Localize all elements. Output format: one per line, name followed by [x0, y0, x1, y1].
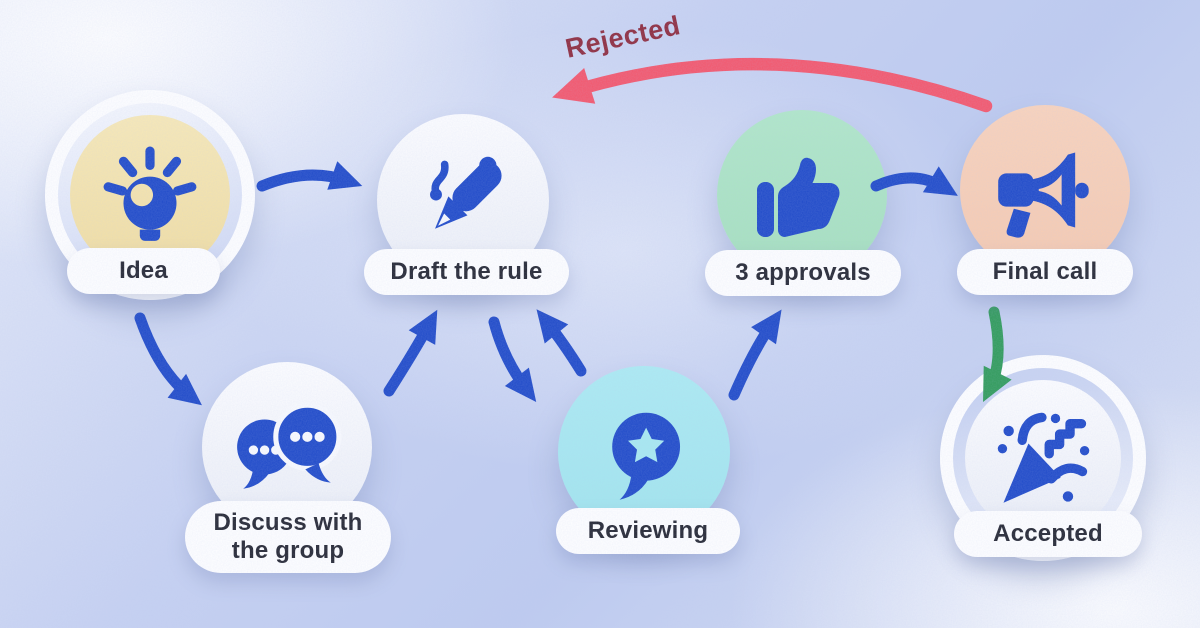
node-idea-label: Idea: [67, 248, 220, 294]
arrow-reviewing-to-draft: [536, 309, 587, 377]
arrow-reviewing-to-approvals: [728, 309, 782, 401]
node-draft-label: Draft the rule: [364, 249, 569, 295]
arrow-final-to-accepted: [983, 306, 1012, 402]
arrow-idea-to-discuss: [134, 312, 202, 406]
arrow-draft-to-reviewing: [488, 316, 537, 403]
node-approvals-label: 3 approvals: [705, 250, 901, 296]
arrow-idea-to-draft: [256, 161, 363, 192]
arrow-rejected: [552, 57, 993, 113]
arrow-discuss-to-draft: [383, 309, 438, 397]
node-accepted-label: Accepted: [954, 511, 1142, 557]
draft-label-text: Draft the rule: [390, 258, 543, 286]
arrow-approvals-to-final: [870, 166, 958, 196]
node-reviewing-label: Reviewing: [556, 508, 740, 554]
node-discuss-label: Discuss with the group: [185, 501, 391, 573]
reviewing-label-text: Reviewing: [587, 517, 709, 545]
discuss-label-text: Discuss with the group: [213, 509, 363, 564]
node-final-label: Final call: [957, 249, 1133, 295]
approvals-label-text: 3 approvals: [735, 259, 871, 287]
final-label-text: Final call: [992, 258, 1098, 286]
idea-label-text: Idea: [119, 257, 168, 285]
accepted-label-text: Accepted: [993, 520, 1103, 548]
